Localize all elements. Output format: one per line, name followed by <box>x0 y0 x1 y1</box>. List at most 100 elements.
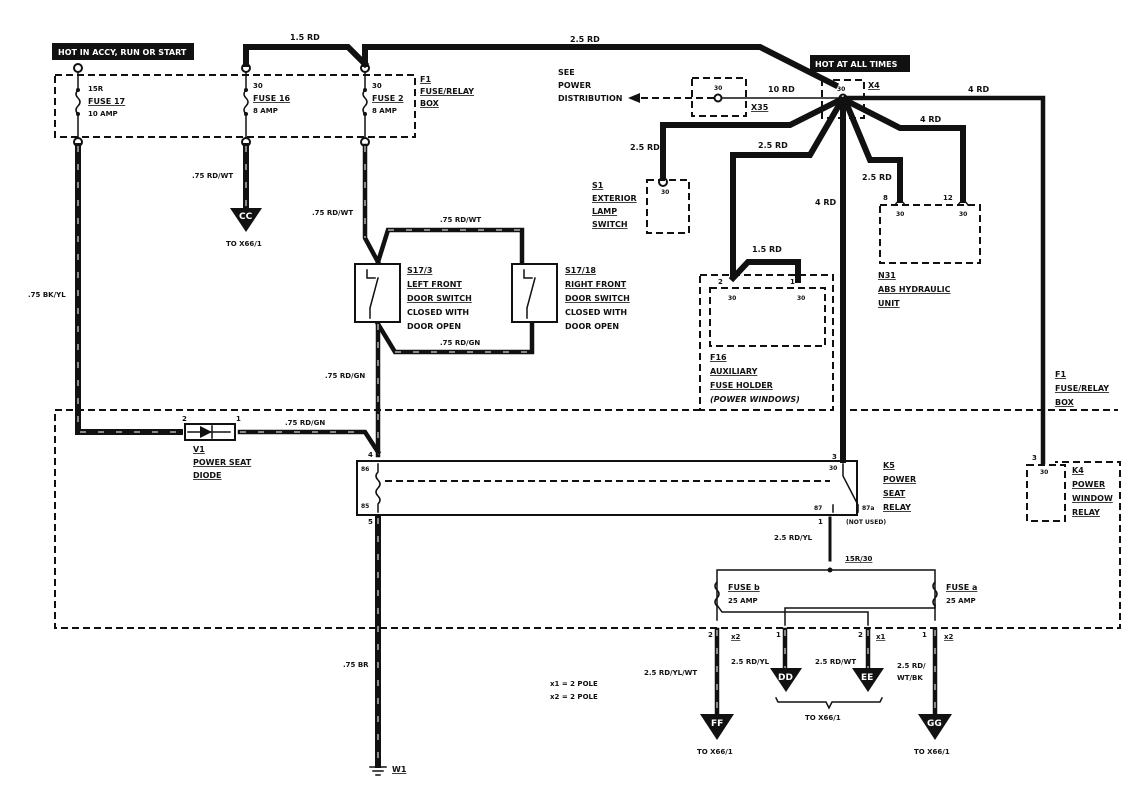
s17-3-switch-symbol <box>366 269 379 319</box>
s1-line-1: EXTERIOR <box>592 194 637 203</box>
connector-fuse17-top <box>73 63 83 73</box>
fuse-box-outline <box>54 74 416 138</box>
v1-pin-right: 1 <box>236 415 241 423</box>
ff-conn: x2 <box>731 633 741 641</box>
f1-right-line-2: BOX <box>1055 398 1075 407</box>
v1-pin-left: 2 <box>182 415 187 423</box>
label-wire-2-5-rd-f16: 2.5 RD <box>758 141 788 150</box>
s17-18-line-4: DOOR OPEN <box>565 322 619 331</box>
connector-dd-triangle <box>770 668 802 692</box>
v1-diode: 2 1 V1 POWER SEAT DIODE <box>182 415 252 480</box>
wire-fuse-bus <box>716 569 936 621</box>
s17-18-box <box>511 263 558 323</box>
connector-ee: EE <box>852 668 884 692</box>
connector-cc: CC TO X66/1 <box>226 208 262 248</box>
n31-line-1: ABS HYDRAULIC <box>878 285 951 294</box>
s17-18-label: S17/18 RIGHT FRONT DOOR SWITCH CLOSED WI… <box>565 266 630 331</box>
x35-terminal: 30 <box>714 85 722 92</box>
fuse-b-symbol <box>714 580 720 608</box>
connector-gg: GG TO X66/1 <box>914 714 952 756</box>
f16-pin-b: 1 <box>790 278 795 286</box>
n31-term-b: 30 <box>959 211 967 218</box>
x35-label: X35 <box>751 103 769 112</box>
legend: x1 = 2 POLE x2 = 2 POLE <box>550 680 598 701</box>
f1-right-line-1: FUSE/RELAY <box>1055 384 1109 393</box>
k4-box <box>1026 464 1066 522</box>
n31-id: N31 <box>878 271 896 280</box>
k5-label: K5 POWER SEAT RELAY <box>883 461 916 512</box>
dd-pin: 1 <box>776 631 781 639</box>
x4-terminal: 30 <box>837 86 845 93</box>
gg-conn: x2 <box>944 633 954 641</box>
wire-switch-bottom <box>374 320 535 355</box>
label-wire-ground: .75 BR <box>343 661 369 669</box>
connector-cc-code: CC <box>239 212 253 222</box>
fuse16-rating: 8 AMP <box>253 107 278 115</box>
label-wire-switch-top: .75 RD/WT <box>440 216 481 224</box>
label-wire-bk-yl: .75 BK/YL <box>28 291 66 299</box>
k5-line-1: POWER <box>883 475 916 484</box>
s17-18-line-2: DOOR SWITCH <box>565 294 630 303</box>
arrow-left-icon <box>628 93 640 103</box>
connector-ee-code: EE <box>861 673 873 683</box>
connector-ff: FF TO X66/1 <box>697 714 734 756</box>
v1-line-2: DIODE <box>193 471 222 480</box>
k5-pin-86: 86 <box>361 466 369 473</box>
f16-line-2: FUSE HOLDER <box>710 381 773 390</box>
label-wire-gg-1: 2.5 RD/ <box>897 662 926 670</box>
label-wire-1-5-rd: 1.5 RD <box>290 33 320 42</box>
f16-line-3: (POWER WINDOWS) <box>710 395 800 404</box>
k5-contact-symbol <box>832 463 860 513</box>
ee-conn: x1 <box>876 633 886 641</box>
connector-dd-code: DD <box>778 673 793 683</box>
k5-line-3: RELAY <box>883 503 911 512</box>
fuse2-name: FUSE 2 <box>372 94 404 103</box>
connector-ff-triangle <box>700 714 734 740</box>
f16-term-a: 30 <box>728 295 736 302</box>
f16-label: F16 AUXILIARY FUSE HOLDER (POWER WINDOWS… <box>710 353 800 404</box>
n31-connectors <box>893 200 970 207</box>
label-wire-4-rd-relay: 4 RD <box>815 198 837 207</box>
f1-right-id: F1 <box>1055 370 1066 379</box>
fuse17-name: FUSE 17 <box>88 97 125 106</box>
f16-id: F16 <box>710 353 727 362</box>
label-wire-gg-2: WT/BK <box>897 674 923 682</box>
label-wire-cc: .75 RD/WT <box>192 172 233 180</box>
gg-pin: 1 <box>922 631 927 639</box>
s1-box <box>646 179 690 234</box>
wire-2-5-rd-f16 <box>730 95 847 278</box>
connector-ff-code: FF <box>711 719 723 729</box>
fuse-a-name: FUSE a <box>946 583 977 592</box>
s1-label: S1 EXTERIOR LAMP SWITCH <box>592 181 637 229</box>
connector-gg-dest: TO X66/1 <box>914 748 950 756</box>
connector-dd: DD <box>770 668 802 692</box>
label-wire-2-5-rd-abs: 2.5 RD <box>862 173 892 182</box>
x35-node <box>713 93 723 103</box>
s17-3-line-4: DOOR OPEN <box>407 322 461 331</box>
ground-label: W1 <box>392 765 407 774</box>
s17-3-id: S17/3 <box>407 266 432 275</box>
connector-gg-code: GG <box>927 719 942 729</box>
banner-hot-all-times-text: HOT AT ALL TIMES <box>815 60 898 69</box>
wire-4-rd-abs <box>840 95 966 203</box>
legend-line-2: x2 = 2 POLE <box>550 693 598 701</box>
fuse-box-name-2: BOX <box>420 99 440 108</box>
brace-dd-ee <box>774 696 884 710</box>
label-wire-switch-bottom: .75 RD/GN <box>440 339 480 347</box>
k5-relay-box <box>356 460 858 516</box>
k5-pin-30: 30 <box>829 465 837 472</box>
fuse-a-rating: 25 AMP <box>946 597 976 605</box>
connector-gg-triangle <box>918 714 952 740</box>
s17-3-box <box>354 263 401 323</box>
fuse-b-name: FUSE b <box>728 583 760 592</box>
k5-id: K5 <box>883 461 895 470</box>
fuse17-rating: 10 AMP <box>88 110 118 118</box>
ground-icon <box>369 766 387 776</box>
seat-module-outline <box>54 409 1121 629</box>
fuse-b-rating: 25 AMP <box>728 597 758 605</box>
s1-line-2: LAMP <box>592 207 617 216</box>
k4-line-3: RELAY <box>1072 508 1100 517</box>
banner-hot-all-times: HOT AT ALL TIMES <box>810 55 910 72</box>
ff-pin: 2 <box>708 631 713 639</box>
connector-ff-dest: TO X66/1 <box>697 748 733 756</box>
